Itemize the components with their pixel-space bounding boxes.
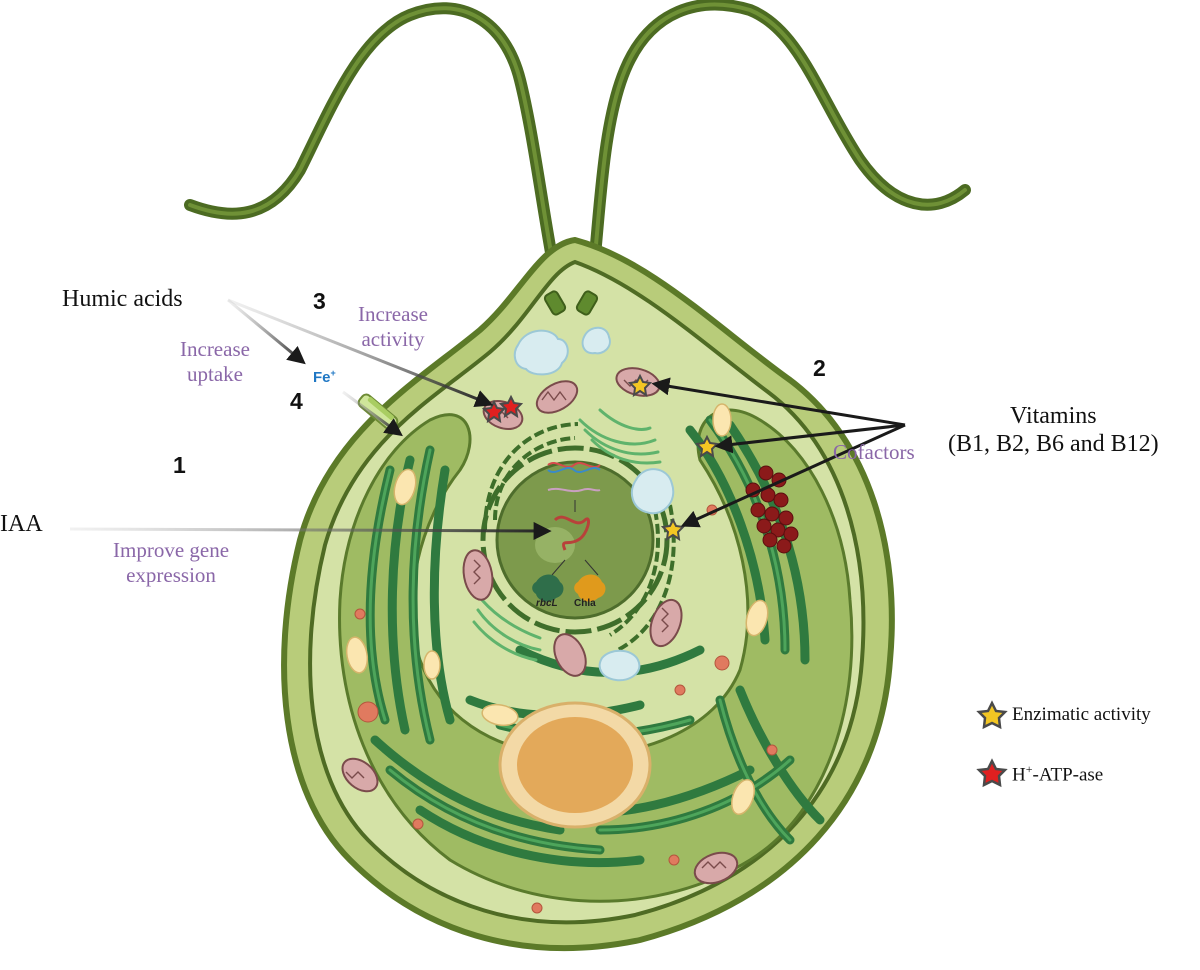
humic-acids-label: Humic acids [62, 286, 183, 312]
improve-gene-line1: Improve gene [113, 538, 230, 562]
increase-uptake-line1: Increase [180, 337, 250, 361]
pyrenoid [498, 701, 652, 829]
annotation-arrows [69, 298, 906, 540]
legend-h-atpase-suffix: -ATP-ase [1032, 764, 1104, 786]
lipid-droplets [354, 504, 778, 914]
golgi-apparatus-bottom [472, 598, 542, 662]
flagellum-right [584, 0, 971, 306]
fe-symbol: Fe [313, 369, 331, 386]
contractile-vacuoles [513, 326, 675, 682]
legend-h-atpase-sup: + [1025, 762, 1033, 776]
atpase-star-icon [481, 399, 507, 424]
increase-activity-line2: activity [361, 326, 425, 351]
flagellum-right-highlight [588, 2, 967, 302]
enzymatic-star-icon [627, 373, 653, 398]
basal-bodies [543, 290, 599, 316]
increase-activity-line1: Increase [358, 302, 428, 326]
chla-molecule-icon [574, 574, 606, 602]
mitochondria [341, 367, 739, 885]
gene-chla-label: Chla [574, 598, 596, 609]
nucleus [480, 445, 670, 635]
arrow-humic-to-fe [227, 298, 306, 365]
step-1-number: 1 [173, 452, 186, 478]
step-4-number: 4 [290, 388, 303, 414]
iaa-label: IAA [0, 511, 43, 537]
legend-h-atpase-prefix: H [1012, 764, 1026, 786]
enzymatic-star-icon [660, 517, 686, 542]
mrna-icon [547, 487, 601, 493]
step-2-number: 2 [813, 355, 826, 381]
fe-ion-label: Fe+ [313, 368, 336, 387]
increase-uptake-line2: uptake [186, 361, 243, 386]
vitamins-line1: Vitamins [1010, 403, 1097, 429]
step-3-number: 3 [313, 288, 326, 314]
starch-granules [345, 403, 769, 816]
eyespot [745, 465, 799, 554]
increase-uptake-label: Increase uptake [180, 337, 250, 387]
dna-icon [547, 462, 601, 468]
arrow-vitamins-to-er [680, 423, 906, 528]
atpase-stars [481, 394, 524, 424]
golgi-apparatus-top [578, 408, 662, 465]
improve-gene-line2: expression [126, 562, 216, 587]
improve-gene-expression-label: Improve gene expression [113, 538, 229, 588]
increase-activity-label: Increase activity [358, 302, 428, 352]
legend-atpase-star-icon [976, 758, 1008, 788]
flagellum-left [184, 2, 566, 306]
cofactors-label: Cofactors [833, 440, 915, 464]
mitochondria-cristae [345, 379, 727, 869]
legend-enzymatic-activity: Enzimatic activity [1012, 704, 1151, 725]
legend-enzymatic-star-icon [976, 700, 1008, 730]
rbcl-protein-icon [532, 574, 564, 602]
arrow-fe-to-channel [342, 390, 403, 437]
arrow-vitamins-to-mito [651, 377, 906, 427]
vitamins-label: Vitamins (B1, B2, B6 and B12) [948, 402, 1159, 459]
fe-charge: + [330, 368, 336, 378]
arrow-iaa-to-nucleus [69, 521, 552, 540]
vitamins-line2: (B1, B2, B6 and B12) [948, 431, 1159, 458]
legend-h-atpase: H+-ATP-ase [1012, 762, 1103, 787]
arrow-humic-to-atpase [227, 298, 494, 408]
arrow-vitamins-to-chloroplast [714, 423, 906, 454]
gene-rbcl-label: rbcL [536, 598, 558, 609]
flagella [184, 0, 971, 306]
flagellum-left-highlight [188, 6, 562, 302]
atpase-star-icon [498, 394, 524, 419]
protein-chain-icon [553, 515, 590, 551]
